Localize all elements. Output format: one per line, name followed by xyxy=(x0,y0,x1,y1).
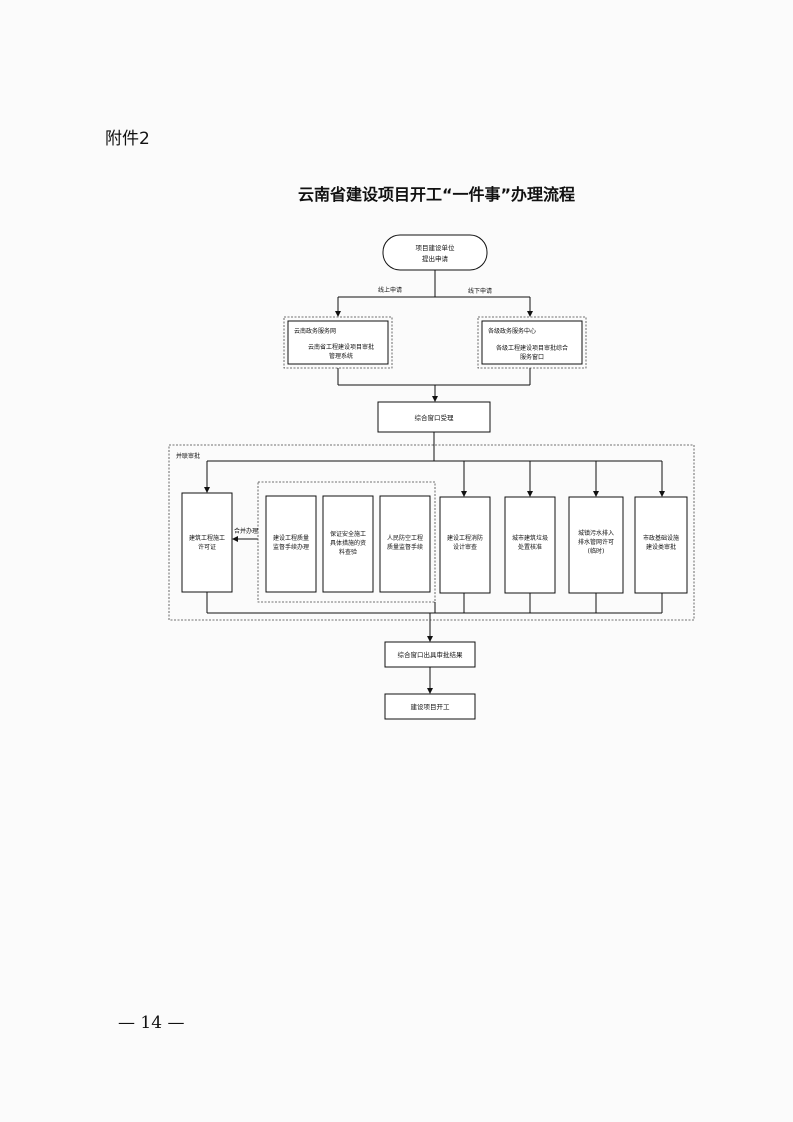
online-line1: 云南政务服务网 xyxy=(294,327,336,335)
merged-box-3-line2: 质量监督手续 xyxy=(387,543,423,551)
other-box-2 xyxy=(504,496,556,594)
other-box-3-line1: 城镇污水排入 xyxy=(578,529,614,537)
online-label: 线上申请 xyxy=(378,286,402,294)
other-box-3-line2: 排水管网许可 xyxy=(578,538,614,546)
other-box-3 xyxy=(568,496,624,594)
online-outer xyxy=(283,316,393,369)
permit-box xyxy=(181,492,233,593)
merged-box-2-line3: 料查验 xyxy=(339,548,357,556)
other-box-1-line1: 建设工程消防 xyxy=(447,534,483,542)
offline-box xyxy=(481,320,583,365)
online-line2b: 管理系统 xyxy=(329,352,353,360)
merged-box-2-line1: 保证安全施工 xyxy=(330,530,366,538)
offline-line1: 各级政务服务中心 xyxy=(488,327,536,335)
offline-line2a: 各级工程建设项目审批综合 xyxy=(496,344,568,352)
other-box-2-line1: 城市建筑垃圾 xyxy=(512,534,548,542)
end-label: 建设项目开工 xyxy=(411,702,451,711)
page-number: — 14 — xyxy=(118,1013,185,1033)
merged-box-1 xyxy=(265,495,317,593)
online-line2a: 云南省工程建设项目审批 xyxy=(308,343,374,351)
result-label: 综合窗口出具审批结果 xyxy=(398,650,464,659)
merged-box-1-line1: 建设工程质量 xyxy=(273,534,309,542)
merged-box-1-line2: 监督手续办理 xyxy=(273,543,309,551)
merged-box-3 xyxy=(379,495,431,593)
offline-outer xyxy=(477,316,587,369)
attachment-label: 附件2 xyxy=(105,129,150,149)
merged-group xyxy=(257,481,436,603)
offline-line2b: 服务窗口 xyxy=(520,353,544,361)
parallel-label: 并联审批 xyxy=(176,452,200,460)
other-box-3-line3: (临时) xyxy=(588,547,605,555)
other-box-4-line2: 建设类审批 xyxy=(646,543,676,551)
start-line2: 提出申请 xyxy=(422,254,449,263)
other-box-4-line1: 市政基础设施 xyxy=(643,534,679,542)
merged-box-2 xyxy=(322,495,374,593)
other-box-1-line2: 设计审查 xyxy=(453,543,477,551)
start-node xyxy=(382,234,488,271)
other-box-2-line2: 处置核准 xyxy=(518,543,542,551)
page-title: 云南省建设项目开工“一件事”办理流程 xyxy=(297,185,576,204)
online-box xyxy=(287,320,389,365)
parallel-region xyxy=(168,444,695,621)
merge-label: 合并办理 xyxy=(234,527,258,535)
permit-line1: 建筑工程施工 xyxy=(189,534,225,542)
other-box-1 xyxy=(439,496,491,594)
start-line1: 项目建设单位 xyxy=(416,243,456,252)
offline-label: 线下申请 xyxy=(468,287,492,295)
window-accept-label: 综合窗口受理 xyxy=(415,413,455,422)
merged-box-2-line2: 具体措施的资 xyxy=(330,539,366,547)
end-box xyxy=(384,693,476,720)
permit-line2: 许可证 xyxy=(198,543,216,551)
other-box-4 xyxy=(634,496,688,594)
merged-box-3-line1: 人民防空工程 xyxy=(387,534,423,542)
